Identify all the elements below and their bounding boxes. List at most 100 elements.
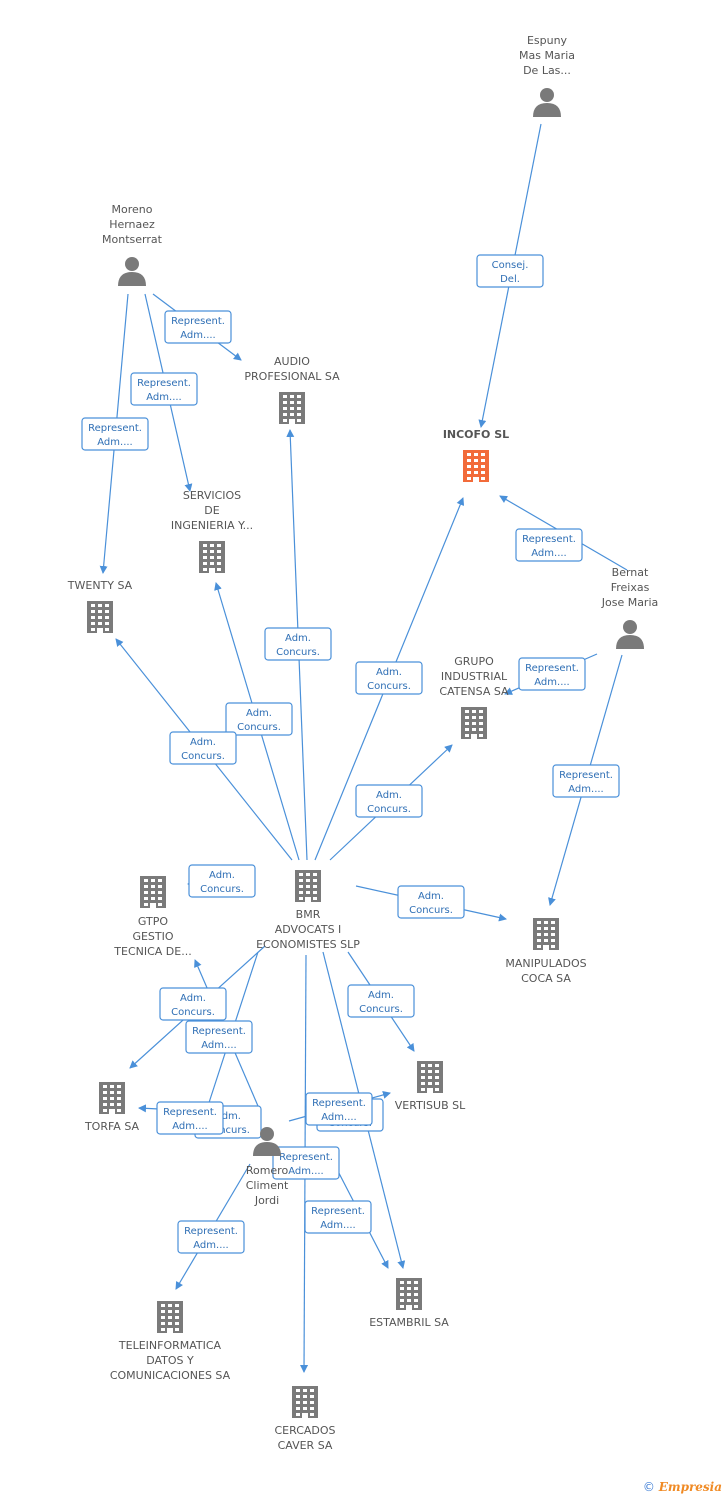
copyright-icon: © bbox=[642, 1480, 655, 1494]
edge-label-text: Adm.... bbox=[172, 1121, 207, 1132]
person-icon bbox=[118, 257, 146, 286]
node-label: BMR bbox=[296, 908, 321, 921]
node-label: INDUSTRIAL bbox=[441, 670, 508, 683]
edge-label-text: Adm.... bbox=[193, 1240, 228, 1251]
edge-label-box[interactable]: Represent.Adm.... bbox=[305, 1092, 373, 1126]
node-label: GRUPO bbox=[454, 655, 494, 668]
edge-label-box[interactable]: Represent. Adm.... bbox=[304, 1200, 372, 1234]
building-icon bbox=[279, 392, 305, 424]
node-label: TECNICA DE... bbox=[113, 945, 191, 958]
node-label: INGENIERIA Y... bbox=[171, 519, 253, 532]
building-icon bbox=[140, 876, 166, 908]
edge-label-text: Represent. bbox=[163, 1107, 217, 1118]
edge-label-box[interactable]: Adm. Concurs. bbox=[355, 661, 423, 695]
edge-label-box[interactable]: Represent.Adm.... bbox=[518, 657, 586, 691]
edge-label-text: Adm. bbox=[209, 870, 235, 881]
person-icon bbox=[533, 88, 561, 117]
node-label: TORFA SA bbox=[84, 1120, 140, 1133]
node-label: TWENTY SA bbox=[67, 579, 133, 592]
edge-label-box[interactable]: Represent. Adm.... bbox=[552, 764, 620, 798]
edge-label-box[interactable]: Adm.Concurs. bbox=[188, 864, 256, 898]
person-icon bbox=[616, 620, 644, 649]
edge-label-text: Represent. bbox=[525, 663, 579, 674]
edge-label-text: Represent. bbox=[171, 316, 225, 327]
building-icon bbox=[463, 450, 489, 482]
edge-label-box[interactable]: Consej. Del. bbox=[476, 254, 544, 288]
node-label: Freixas bbox=[611, 581, 650, 594]
edge-label-box[interactable]: Adm.Concurs. bbox=[264, 627, 332, 661]
building-icon bbox=[533, 918, 559, 950]
node-label: COCA SA bbox=[521, 972, 571, 985]
edge-label-box[interactable]: Adm.Concurs. bbox=[159, 987, 227, 1021]
edge-label-text: Adm.... bbox=[320, 1220, 355, 1231]
edge-label-box[interactable]: Adm.Concurs. bbox=[397, 885, 465, 919]
edge-label-box[interactable]: Represent. Adm.... bbox=[81, 417, 149, 451]
building-icon bbox=[295, 870, 321, 902]
node-vertisub[interactable]: VERTISUB SL bbox=[395, 1061, 466, 1112]
edge-label-text: Represent. bbox=[192, 1026, 246, 1037]
node-label: GESTIO bbox=[132, 930, 173, 943]
node-incofo[interactable]: INCOFO SL bbox=[443, 428, 509, 482]
edge-label-box[interactable]: Represent. Adm.... bbox=[156, 1101, 224, 1135]
edge-label-text: Concurs. bbox=[181, 751, 225, 762]
node-label: Hernaez bbox=[109, 218, 155, 231]
brand-logo[interactable]: Empresia bbox=[658, 1480, 722, 1494]
edge-label-text: Adm. bbox=[376, 667, 402, 678]
edge-label-text: Adm.... bbox=[568, 784, 603, 795]
edge-label-text: Adm.... bbox=[97, 437, 132, 448]
node-torfa[interactable]: TORFA SA bbox=[84, 1082, 140, 1133]
edge-label-box[interactable]: Represent.Adm.... bbox=[177, 1220, 245, 1254]
building-icon bbox=[199, 541, 225, 573]
node-label: Jose Maria bbox=[601, 596, 659, 609]
node-label: De Las... bbox=[523, 64, 571, 77]
edge-label-box[interactable]: Represent.Adm.... bbox=[272, 1146, 340, 1180]
edge-label-text: Represent. bbox=[559, 770, 613, 781]
edge-label-text: Concurs. bbox=[276, 647, 320, 658]
edge-label-text: Adm.... bbox=[321, 1112, 356, 1123]
node-label: AUDIO bbox=[274, 355, 310, 368]
edge-label-text: Adm. bbox=[368, 990, 394, 1001]
edge-label-text: Concurs. bbox=[237, 722, 281, 733]
node-label: DATOS Y bbox=[146, 1354, 194, 1367]
node-label: ESTAMBRIL SA bbox=[369, 1316, 449, 1329]
edge-label-box[interactable]: Represent.Adm.... bbox=[130, 372, 198, 406]
building-icon bbox=[417, 1061, 443, 1093]
edge-label-text: Concurs. bbox=[359, 1004, 403, 1015]
edge-label-box[interactable]: Represent.Adm.... bbox=[164, 310, 232, 344]
edge-label-text: Represent. bbox=[311, 1206, 365, 1217]
node-estambril[interactable]: ESTAMBRIL SA bbox=[369, 1278, 449, 1329]
edge-label-text: Del. bbox=[500, 274, 520, 285]
edge-label-text: Consej. bbox=[492, 260, 529, 271]
edge-label-box[interactable]: Adm.Concurs. bbox=[225, 702, 293, 736]
edge-label-box[interactable]: Represent.Adm.... bbox=[185, 1020, 253, 1054]
edge-label-text: Concurs. bbox=[367, 681, 411, 692]
edge-label-box[interactable]: Adm. Concurs. bbox=[355, 784, 423, 818]
building-icon bbox=[396, 1278, 422, 1310]
edge-label-text: Concurs. bbox=[409, 905, 453, 916]
node-audio[interactable]: AUDIO PROFESIONAL SA bbox=[244, 355, 340, 424]
edge-label-box[interactable]: Adm. Concurs. bbox=[347, 984, 415, 1018]
edge-label-text: Represent. bbox=[88, 423, 142, 434]
edge-label-box[interactable]: Adm.Concurs. bbox=[169, 731, 237, 765]
edge-label-text: Adm. bbox=[215, 1111, 241, 1122]
edge-label-text: Concurs. bbox=[367, 804, 411, 815]
edge-label-text: Represent. bbox=[279, 1152, 333, 1163]
node-label: PROFESIONAL SA bbox=[244, 370, 340, 383]
edge-label-text: Adm. bbox=[376, 790, 402, 801]
node-label: Moreno bbox=[112, 203, 153, 216]
edge-label-box[interactable]: Represent.Adm.... bbox=[515, 528, 583, 562]
node-twenty[interactable]: TWENTY SA bbox=[67, 579, 133, 633]
